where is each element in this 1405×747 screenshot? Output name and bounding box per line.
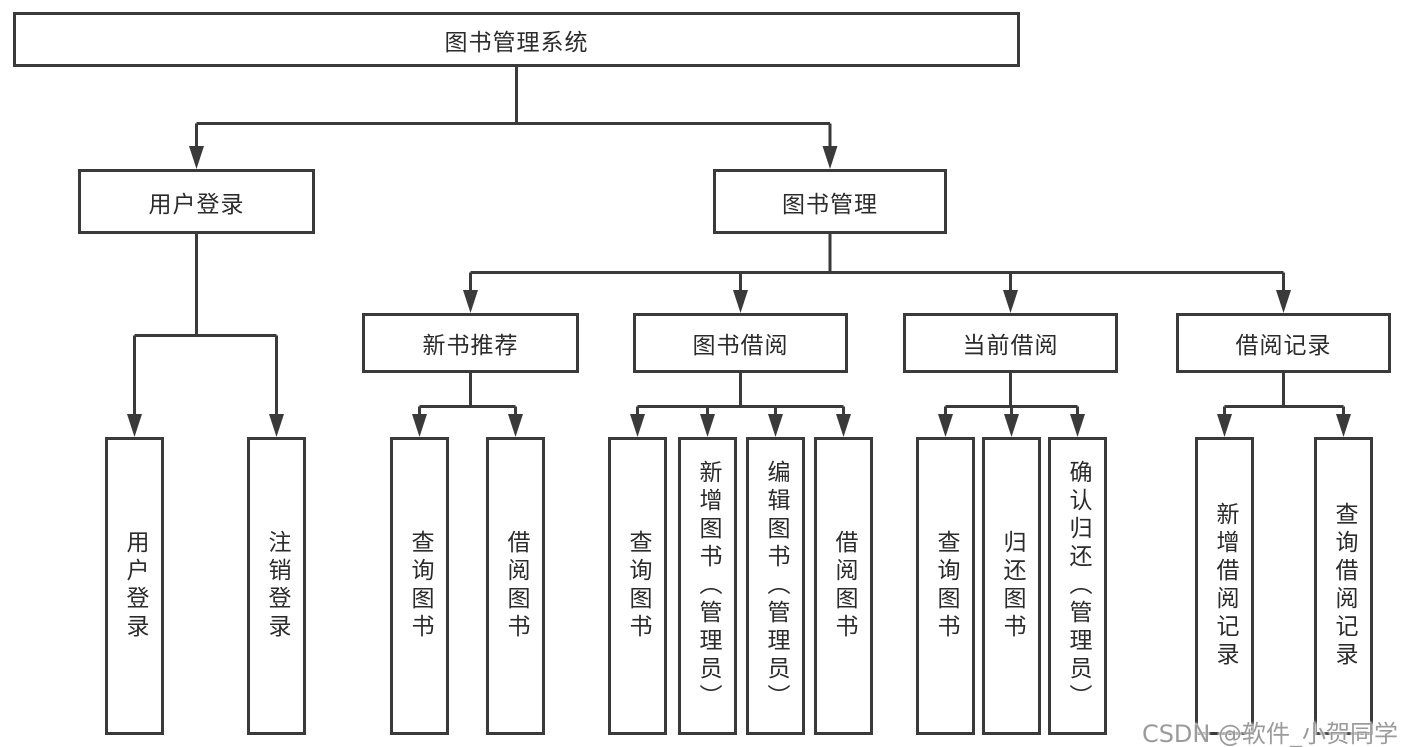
leaf-borrow-books-recommend: 借阅图书 [486, 437, 545, 735]
leaf-query-books-recommend: 查询图书 [390, 437, 449, 735]
leaf-edit-books-admin-label: 编辑图书（管理员） [763, 460, 789, 712]
node-user-login-label: 用户登录 [148, 191, 245, 218]
leaf-return-books-label: 归还图书 [999, 530, 1025, 642]
csdn-watermark: CSDN @软件_小贺同学 [1141, 720, 1398, 747]
leaf-edit-books-admin: 编辑图书（管理员） [746, 437, 805, 735]
leaf-confirm-return-admin-label: 确认归还（管理员） [1065, 460, 1091, 712]
leaf-query-books-current: 查询图书 [916, 437, 975, 735]
leaf-query-borrow-record: 查询借阅记录 [1314, 437, 1373, 735]
node-book-borrow-label: 图书借阅 [692, 333, 789, 359]
node-current-borrow: 当前借阅 [903, 313, 1118, 373]
leaf-add-borrow-record-label: 新增借阅记录 [1212, 502, 1238, 670]
node-borrow-records: 借阅记录 [1176, 313, 1391, 373]
node-user-login: 用户登录 [78, 169, 315, 234]
leaf-user-login: 用户登录 [105, 437, 164, 735]
leaf-query-books-borrow-label: 查询图书 [625, 530, 651, 642]
leaf-add-borrow-record: 新增借阅记录 [1195, 437, 1254, 735]
leaf-query-books-recommend-label: 查询图书 [407, 530, 433, 642]
node-borrow-records-label: 借阅记录 [1235, 333, 1332, 359]
leaf-add-books-admin-label: 新增图书（管理员） [695, 460, 721, 712]
node-new-book-recommend: 新书推荐 [362, 313, 579, 373]
leaf-query-books-current-label: 查询图书 [933, 530, 959, 642]
leaf-query-borrow-record-label: 查询借阅记录 [1331, 502, 1357, 670]
node-book-management-label: 图书管理 [782, 191, 878, 218]
node-book-borrow: 图书借阅 [633, 313, 848, 373]
leaf-return-books: 归还图书 [982, 437, 1041, 735]
leaf-logout-label: 注销登录 [264, 530, 290, 642]
leaf-confirm-return-admin: 确认归还（管理员） [1048, 437, 1107, 735]
root-node-system: 图书管理系统 [13, 12, 1020, 67]
leaf-borrow-books: 借阅图书 [814, 437, 873, 735]
leaf-add-books-admin: 新增图书（管理员） [678, 437, 737, 735]
leaf-query-books-borrow: 查询图书 [608, 437, 667, 735]
node-current-borrow-label: 当前借阅 [962, 333, 1059, 359]
leaf-user-login-label: 用户登录 [122, 530, 148, 642]
node-new-book-recommend-label: 新书推荐 [422, 333, 519, 359]
node-book-management: 图书管理 [713, 169, 947, 234]
root-node-label: 图书管理系统 [444, 29, 589, 56]
leaf-borrow-books-label: 借阅图书 [831, 530, 857, 642]
leaf-borrow-books-recommend-label: 借阅图书 [503, 530, 529, 642]
leaf-logout: 注销登录 [247, 437, 306, 735]
